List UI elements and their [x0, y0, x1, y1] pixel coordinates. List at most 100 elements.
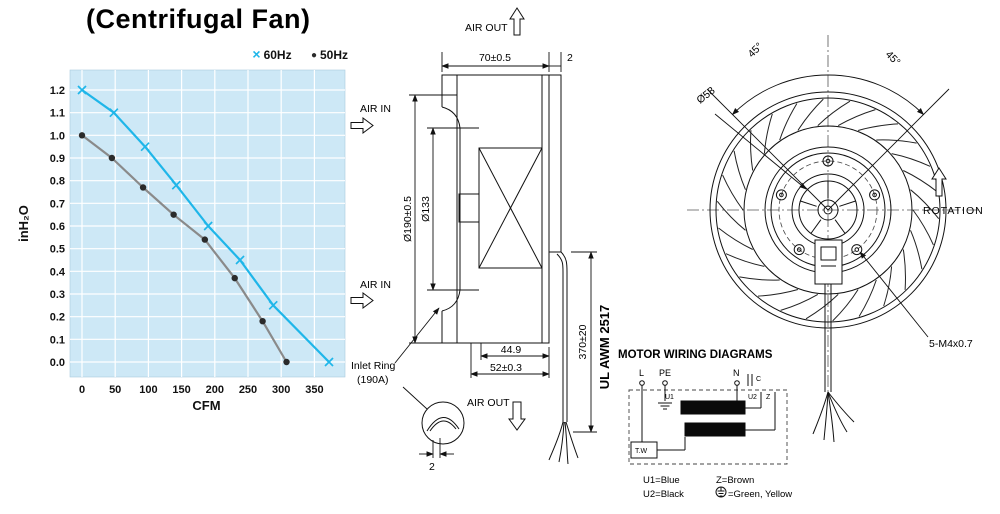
dim-lead-length-lines	[571, 251, 597, 433]
dim-ring-thickness-label: 2	[429, 461, 435, 473]
marker-dot	[259, 318, 266, 325]
impeller-blade	[903, 170, 938, 193]
dim-dia-inlet-lines	[427, 127, 460, 291]
marker-x	[171, 180, 181, 190]
y-tick-label: 0.7	[50, 198, 65, 210]
legend-z-text: Z=Brown	[716, 475, 754, 486]
air-out-top-label: AIR OUT	[465, 22, 508, 34]
marker-x	[268, 300, 278, 310]
impeller-blade	[805, 294, 839, 320]
y-tick-label: 1.1	[50, 108, 65, 120]
front-view-drawing: 45° 45° Ø58 ROTATION 5-M4x0.7	[687, 35, 983, 443]
dim-lead-length-label: 370±20	[577, 324, 589, 359]
impeller-blade	[733, 150, 746, 190]
x-tick-label: 350	[305, 384, 323, 396]
x-tick-label: 0	[79, 384, 85, 396]
impeller-blade	[817, 100, 851, 126]
impeller-blade	[797, 98, 824, 131]
impeller-blades	[716, 98, 940, 322]
wiring-title: MOTOR WIRING DIAGRAMS	[618, 349, 773, 361]
inlet-ring-label-line2: (190A)	[357, 374, 389, 386]
wiring-circuit-lines	[630, 385, 776, 459]
y-tick-label: 0.3	[50, 289, 65, 301]
dim-dia-inlet-label: Ø133	[420, 196, 432, 222]
ground-symbol-icon	[715, 486, 727, 498]
dim-width-label: 70±0.5	[479, 52, 511, 64]
x-marker-icon: ×	[252, 46, 261, 62]
rotation-arrow-icon	[931, 167, 947, 197]
impeller-blade	[832, 289, 859, 322]
series-line-60Hz	[80, 88, 331, 364]
screw-spec-label: 5-M4x0.7	[929, 338, 973, 350]
legend-u2-text: U2=Black	[643, 489, 684, 500]
dia-hub-leader	[714, 113, 807, 190]
impeller-blade	[722, 174, 744, 211]
impeller-blade	[750, 130, 754, 171]
air-in-bottom-label: AIR IN	[360, 279, 391, 291]
impeller-blade	[891, 153, 931, 167]
chart-legend: ×60Hz ●50Hz	[15, 46, 348, 62]
series-line-50Hz	[80, 134, 288, 364]
y-tick-label: 0.1	[50, 334, 65, 346]
marker-dot	[201, 236, 209, 243]
y-tick-label: 0.9	[50, 153, 65, 165]
screw-spec-leader	[859, 251, 929, 338]
legend-ground-text: =Green, Yellow	[728, 489, 792, 500]
dim-width-lines	[441, 52, 562, 72]
air-out-bottom-arrow-icon	[508, 401, 526, 431]
dia-hub-label: Ø58	[694, 85, 717, 107]
y-tick-label: 0.8	[50, 176, 65, 188]
coil-u1-label: U1	[665, 394, 674, 401]
legend-label-50hz: 50Hz	[319, 48, 348, 62]
impeller-blade	[780, 293, 819, 311]
legend-u1-text: U1=Blue	[643, 475, 680, 486]
wiring-enclosure-box	[628, 389, 788, 465]
marker-dot	[283, 358, 290, 366]
impeller-blade	[910, 189, 940, 220]
air-in-top-label: AIR IN	[360, 103, 391, 115]
inlet-ring-leader-lines	[394, 307, 440, 410]
dim-dia-outer-lines	[409, 94, 442, 344]
y-tick-label: 0.4	[50, 266, 66, 278]
impeller-blade	[912, 209, 934, 246]
front-lead-wire	[812, 284, 855, 443]
coil-u2-label: U2	[748, 394, 757, 401]
winding-bar-2	[684, 422, 746, 437]
marker-x	[324, 357, 334, 367]
air-out-top-arrow-icon	[509, 7, 525, 36]
impeller-blade	[725, 253, 765, 267]
angle-right-label: 45°	[883, 49, 903, 69]
legend-item-50hz: ●50Hz	[311, 48, 348, 62]
x-axis-label: CFM	[192, 398, 220, 413]
y-tick-label: 0.2	[50, 312, 65, 324]
marker-x	[203, 221, 213, 231]
terminal-n-label: N	[733, 368, 740, 378]
legend-item-60hz: ×60Hz	[252, 46, 291, 62]
marker-dot	[170, 211, 177, 218]
inlet-ring-detail-view	[421, 401, 465, 445]
terminal-l-label: L	[639, 368, 644, 378]
impeller-blade	[857, 123, 899, 131]
y-tick-label: 1.2	[50, 85, 65, 97]
x-tick-label: 50	[109, 384, 121, 396]
y-tick-label: 0.5	[50, 244, 65, 256]
motor-wiring-diagram: MOTOR WIRING DIAGRAMS L PE N C U1 U2 Z T…	[618, 349, 792, 500]
marker-dot	[78, 132, 86, 139]
power-lead-wire	[548, 251, 579, 465]
y-tick-label: 0.0	[50, 357, 65, 369]
marker-dot	[108, 154, 116, 162]
fan-housing-outline	[441, 74, 562, 344]
page-title: (Centrifugal Fan)	[86, 4, 311, 34]
inlet-ring-label-line1: Inlet Ring	[351, 360, 396, 372]
marker-x	[235, 255, 245, 265]
marker-dot	[139, 184, 147, 191]
impeller-blade	[902, 249, 906, 290]
air-out-bottom-label: AIR OUT	[467, 397, 510, 409]
capacitor-label: C	[756, 376, 761, 383]
coil-z-label: Z	[766, 394, 771, 401]
side-view-drawing: AIR OUT 70±0.5 2 AIR IN AIR IN Ø190±0.5	[350, 7, 612, 473]
x-tick-label: 100	[139, 384, 157, 396]
hub-spokes	[800, 181, 856, 234]
dim-depth1-label: 44.9	[501, 344, 522, 356]
